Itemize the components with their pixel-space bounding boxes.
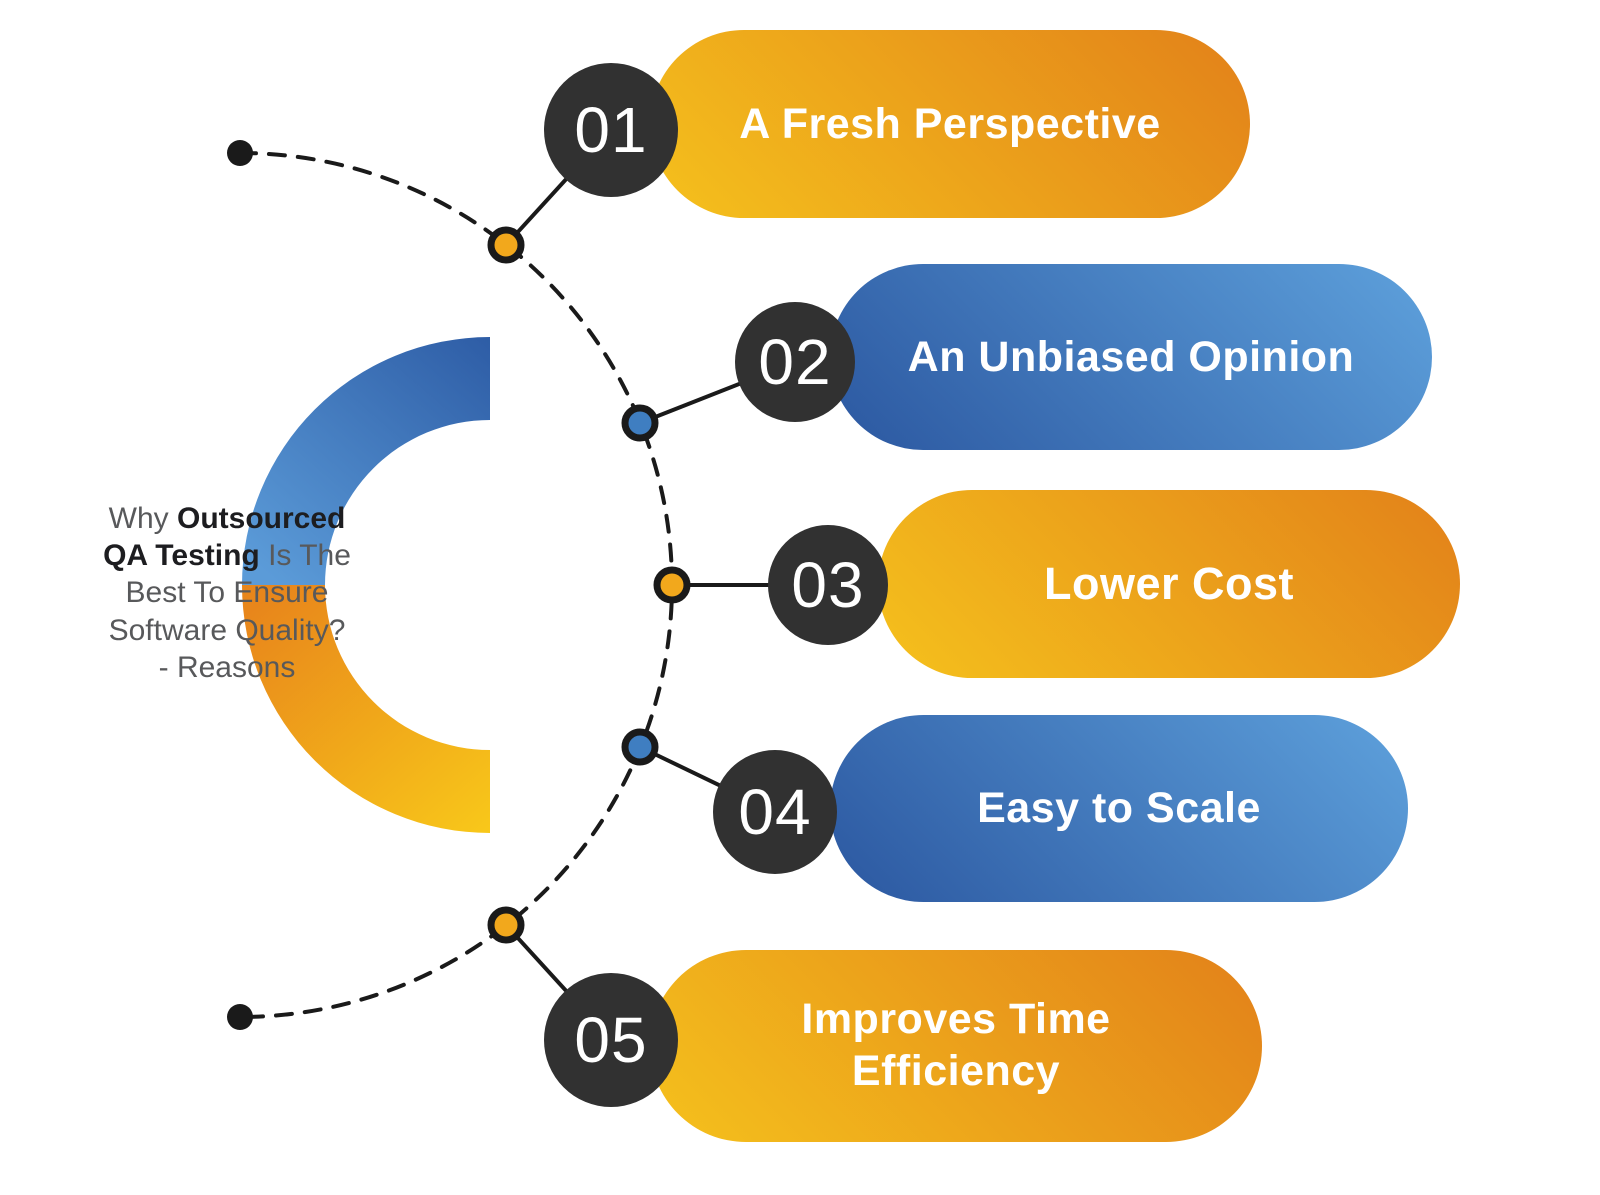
title-text-regular: Software Quality?: [108, 613, 346, 647]
ring-blue-quarter: [242, 337, 490, 585]
item-pill-2: An Unbiased Opinion: [830, 264, 1432, 450]
center-title: Why Outsourced QA Testing Is The Best To…: [52, 500, 402, 686]
item-label-3: Lower Cost: [1043, 558, 1295, 609]
item-number-badge-1: 01: [544, 63, 678, 197]
item-pill-5: Improves Time Efficiency: [650, 950, 1262, 1142]
item-number-badge-5: 05: [544, 973, 678, 1107]
title-text-bold: Outsourced: [176, 502, 346, 535]
arc-end-dot-bottom: [227, 1004, 253, 1030]
item-number-4: 04: [738, 776, 812, 848]
item-number-2: 02: [758, 326, 832, 398]
item-number-badge-4: 04: [713, 750, 837, 874]
connector-dot-3: [653, 566, 691, 604]
item-number-1: 01: [574, 94, 648, 166]
title-text-regular: Best To Ensure: [125, 576, 329, 610]
connector-dot-2: [621, 404, 659, 442]
item-number-3: 03: [791, 549, 865, 621]
item-label-1: A Fresh Perspective: [739, 99, 1161, 148]
title-text-regular: - Reasons: [158, 650, 296, 684]
connector-dot-5: [487, 906, 525, 944]
connector-dot-4: [621, 728, 659, 766]
title-text-regular: Is The: [259, 539, 351, 573]
item-pill-1: A Fresh Perspective: [650, 30, 1250, 218]
item-pill-3: Lower Cost: [878, 490, 1460, 678]
ring-orange-quarter: [242, 585, 490, 833]
connector-dot-1: [487, 226, 525, 264]
item-label-2: An Unbiased Opinion: [907, 332, 1355, 381]
arc-end-dot-top: [227, 140, 253, 166]
item-number-badge-2: 02: [735, 302, 855, 422]
item-pill-4: Easy to Scale: [830, 715, 1408, 902]
title-text-regular: Why: [108, 502, 177, 535]
item-number-badge-3: 03: [768, 525, 888, 645]
item-label-4: Easy to Scale: [977, 784, 1261, 832]
item-label-5: Improves Time Efficiency: [801, 995, 1111, 1095]
title-text-bold: QA Testing: [103, 539, 260, 573]
item-number-5: 05: [574, 1004, 648, 1076]
